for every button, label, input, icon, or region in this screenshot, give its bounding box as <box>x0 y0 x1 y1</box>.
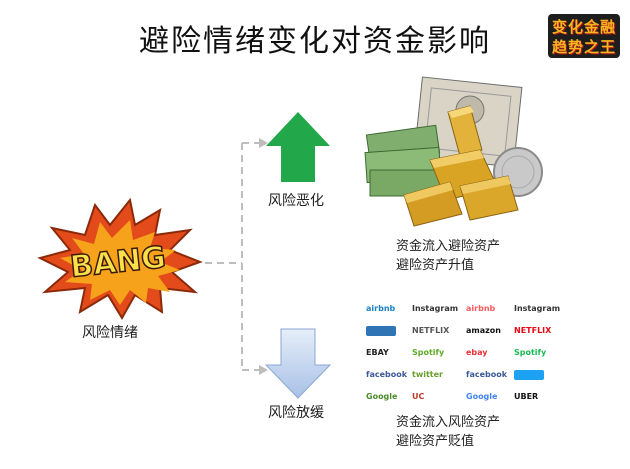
brand-logo-item: Spotify <box>412 348 445 357</box>
brand-logo-item: airbnb <box>466 304 496 313</box>
brand-logo-item: NETFLIX <box>412 326 450 335</box>
brand-logo-item <box>366 326 396 336</box>
page-title: 避险情绪变化对资金影响 <box>139 24 491 59</box>
brand-logo-item <box>514 370 544 380</box>
logo-line2: 趋势之王 <box>551 38 616 56</box>
brand-logo-item: UC <box>412 392 425 401</box>
brand-logo-item: facebook <box>466 370 508 379</box>
up-caption-line1: 资金流入避险资产 <box>396 239 501 254</box>
safe-haven-assets-icon <box>364 76 543 227</box>
down-label: 风险放缓 <box>268 405 324 421</box>
brand-logo-item: facebook <box>366 370 408 379</box>
brand-logo-item: Google <box>366 392 398 401</box>
up-arrow-icon <box>266 112 330 182</box>
brand-logo-item: Google <box>466 392 498 401</box>
brand-logo-item: EBAY <box>366 348 389 357</box>
brand-logo-item: ebay <box>466 348 488 357</box>
up-caption: 资金流入避险资产 避险资产升值 <box>396 237 500 275</box>
brand-logo-item: airbnb <box>366 304 396 313</box>
down-caption-line1: 资金流入风险资产 <box>396 415 501 430</box>
brand-logo-item: twitter <box>412 370 443 379</box>
brand-logo-item: Instagram <box>514 304 561 313</box>
down-caption: 资金流入风险资产 避险资产贬值 <box>396 413 500 451</box>
brand-logo-item: Instagram <box>412 304 459 313</box>
logo-line1: 变化金融 <box>551 18 616 36</box>
brand-logo-item: UBER <box>514 392 539 401</box>
down-caption-line2: 避险资产贬值 <box>396 434 475 449</box>
up-caption-line2: 避险资产升值 <box>396 258 475 273</box>
brand-logo-item: Spotify <box>514 348 547 357</box>
connector-up-head <box>259 138 268 148</box>
brand-logo-item: NETFLIX <box>514 326 552 335</box>
down-arrow-icon <box>264 328 332 399</box>
brand-logo-item: amazon <box>466 326 501 335</box>
connector-down-head <box>259 365 268 375</box>
brand-logo: 变化金融 趋势之王 <box>548 14 620 58</box>
up-label: 风险恶化 <box>268 193 324 209</box>
origin-label: 风险情绪 <box>82 325 138 341</box>
